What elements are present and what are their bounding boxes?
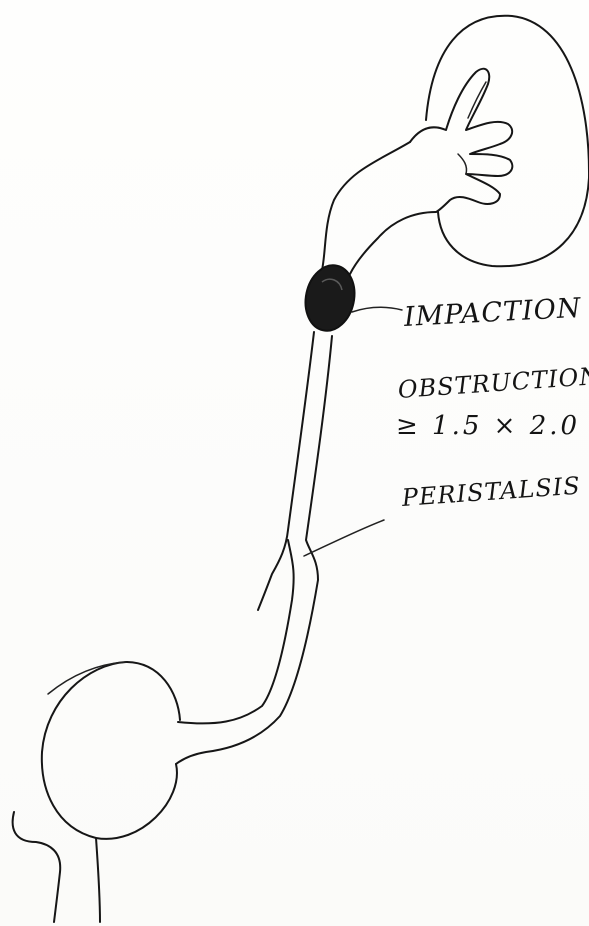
renal-calyces [410, 69, 512, 212]
upper-calyx-detail [468, 82, 486, 118]
impaction-pointer-line [352, 307, 402, 312]
peristalsis-pointer-line [304, 520, 384, 556]
stone-size-label: ≥ 1.5 × 2.0 [396, 411, 580, 441]
ureter-right-wall [350, 212, 436, 274]
ureter-left-wall-lower [258, 332, 314, 610]
urethra-outer [13, 812, 61, 922]
bladder-outline [42, 662, 180, 839]
ureter-right-wall-lower [176, 336, 332, 764]
calyx-fold [458, 154, 467, 174]
bladder-inner-stroke [48, 662, 126, 694]
urethra-inner [96, 838, 100, 922]
